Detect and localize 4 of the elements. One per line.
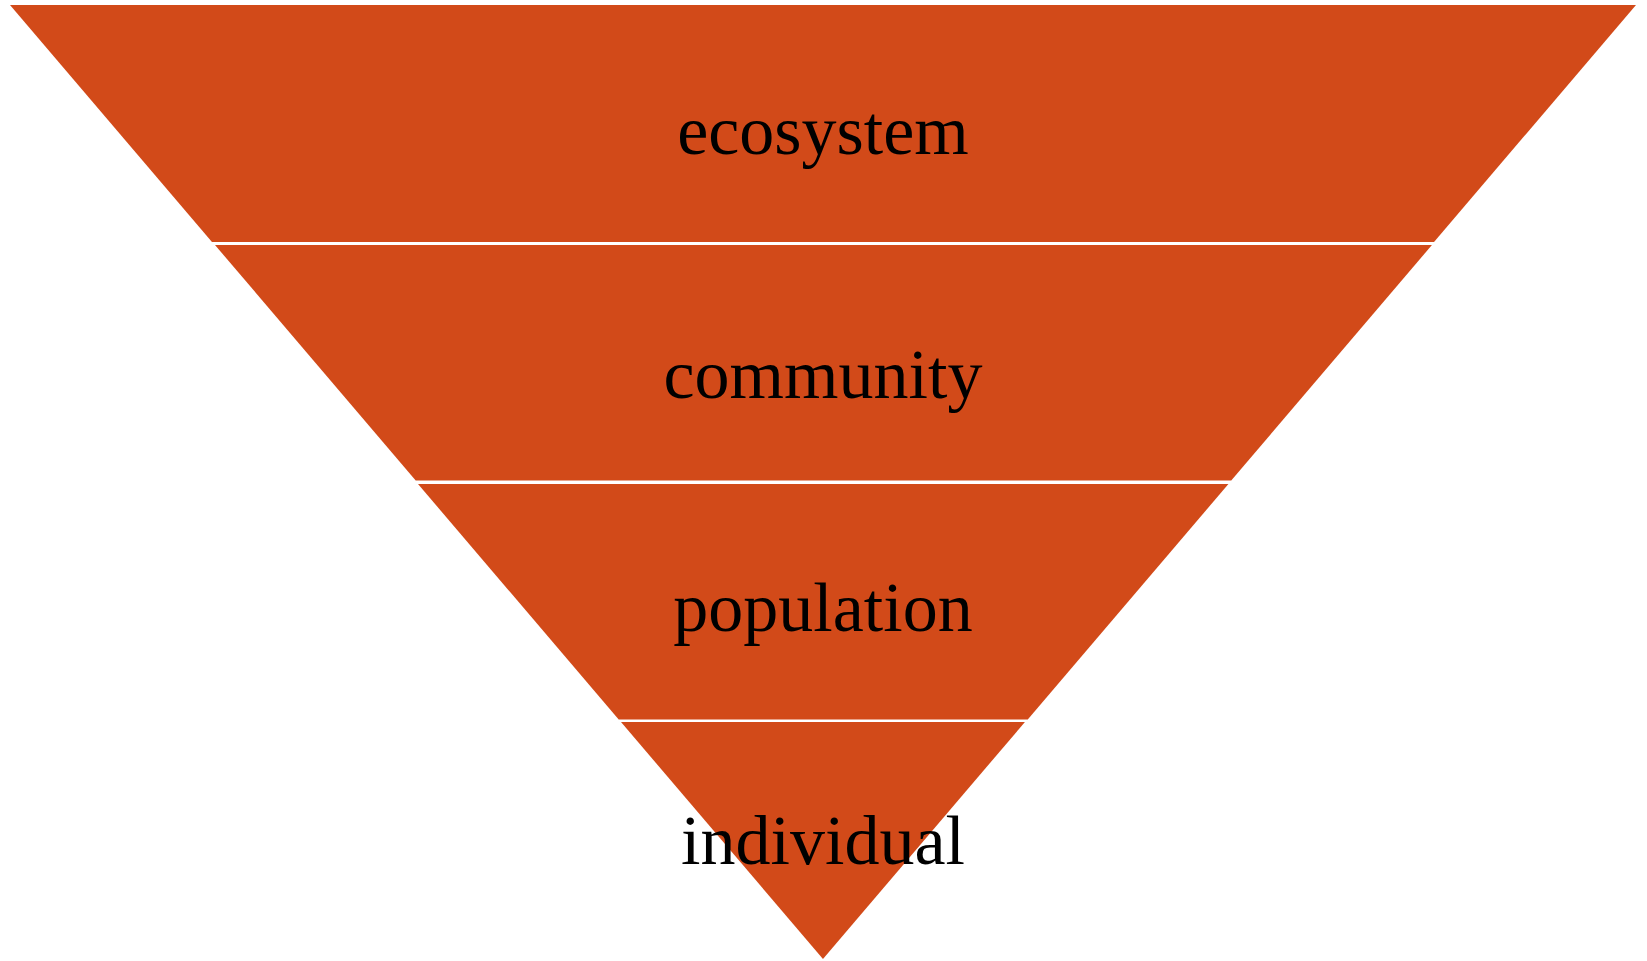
tier-label: population [673,573,973,644]
pyramid-tier [214,245,1432,481]
pyramid-tier [417,483,1229,719]
pyramid-tier [10,5,1636,242]
